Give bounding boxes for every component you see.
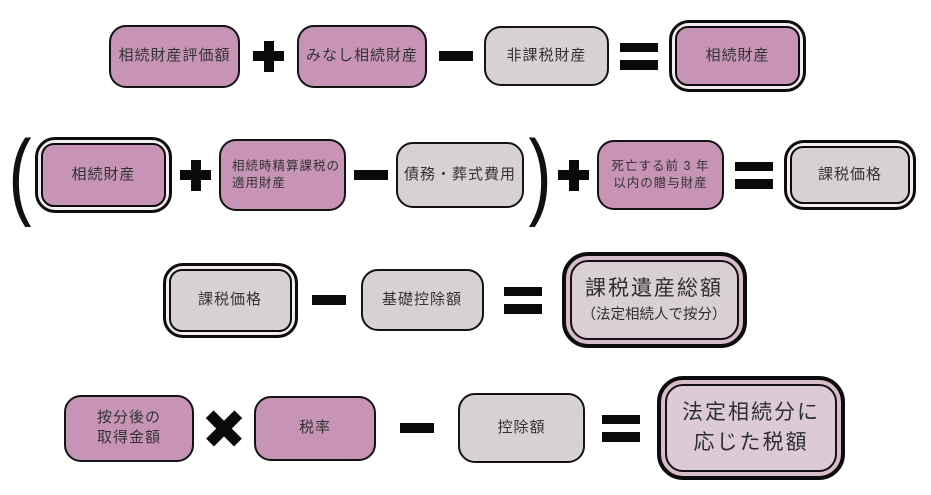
- box-label: 相続財産評価額: [118, 46, 231, 64]
- close-paren: ): [528, 121, 552, 229]
- box-basic-deduction: 基礎控除額: [360, 269, 484, 331]
- box-label-line1: 相続時精算課税の: [232, 159, 341, 174]
- box-label-line2: 応じた税額: [693, 431, 809, 454]
- plus-operator: [180, 159, 211, 191]
- box-label-line1: 法定相続分に: [682, 400, 820, 424]
- times-operator: [207, 411, 241, 445]
- plus-operator: [558, 159, 590, 191]
- box-label: 非課税財産: [506, 46, 587, 64]
- formula-row-2: ( 相続財産 相続時精算課税の 適用財産 債務・葬式費用 ) 死亡する前 3 年…: [0, 121, 928, 229]
- box-label-line2: 適用財産: [232, 176, 287, 190]
- box-label: 基礎控除額: [381, 290, 462, 308]
- open-paren: (: [8, 121, 32, 229]
- minus-operator: [438, 51, 473, 61]
- box-nontaxable-property: 非課税財産: [484, 26, 609, 86]
- formula-row-4: 按分後の 取得金額 税率 控除額 法定相続分に 応じた税額: [0, 374, 920, 482]
- box-label: 課税価格: [817, 165, 882, 183]
- box-apportioned-acquisition-amount: 按分後の 取得金額: [64, 394, 194, 462]
- box-total-taxable-estate-result: 課税遺産総額 （法定相続人で按分）: [561, 252, 747, 348]
- box-gifts-within-3-years: 死亡する前 3 年 以内の贈与財産: [596, 140, 724, 210]
- box-deemed-inheritance-property: みなし相続財産: [297, 24, 427, 88]
- box-tax-by-statutory-share-result: 法定相続分に 応じた税額: [657, 376, 845, 480]
- box-label-line1: 死亡する前 3 年: [611, 159, 710, 174]
- box-label-line2: 以内の贈与財産: [613, 176, 708, 190]
- equals-operator: [503, 286, 542, 314]
- minus-operator: [312, 295, 346, 305]
- box-deduction-amount: 控除額: [458, 393, 585, 463]
- box-label: みなし相続財産: [305, 46, 418, 64]
- box-label-line1: 按分後の: [96, 408, 161, 426]
- box-label: 課税価格: [197, 290, 262, 308]
- box-inheritance-property: 相続財産: [35, 137, 172, 213]
- plus-operator: [253, 40, 284, 72]
- minus-operator: [400, 423, 434, 433]
- equals-operator: [620, 42, 658, 70]
- box-tax-rate: 税率: [254, 395, 376, 461]
- box-label-line2: 取得金額: [96, 429, 161, 446]
- formula-row-3: 課税価格 基礎控除額 課税遺産総額 （法定相続人で按分）: [0, 250, 920, 350]
- box-subtitle: （法定相続人で按分）: [581, 306, 727, 323]
- box-estate-valuation: 相続財産評価額: [109, 24, 240, 88]
- box-debts-funeral-costs: 債務・葬式費用: [396, 142, 524, 208]
- box-inheritance-property-result: 相続財産: [669, 20, 806, 92]
- box-label: 相続財産: [71, 165, 136, 183]
- equals-operator: [602, 414, 640, 442]
- box-taxation-at-settlement-property: 相続時精算課税の 適用財産: [219, 139, 346, 211]
- box-taxable-value: 課税価格: [162, 262, 298, 338]
- minus-operator: [354, 170, 388, 180]
- box-label: 税率: [298, 418, 331, 436]
- box-title: 課税遺産総額: [585, 277, 723, 301]
- box-label: 控除額: [497, 418, 546, 436]
- box-label: 相続財産: [705, 46, 770, 64]
- box-taxable-value-result: 課税価格: [783, 140, 916, 210]
- formula-row-1: 相続財産評価額 みなし相続財産 非課税財産 相続財産: [0, 20, 923, 92]
- equals-operator: [734, 161, 773, 189]
- box-label: 債務・葬式費用: [403, 165, 516, 183]
